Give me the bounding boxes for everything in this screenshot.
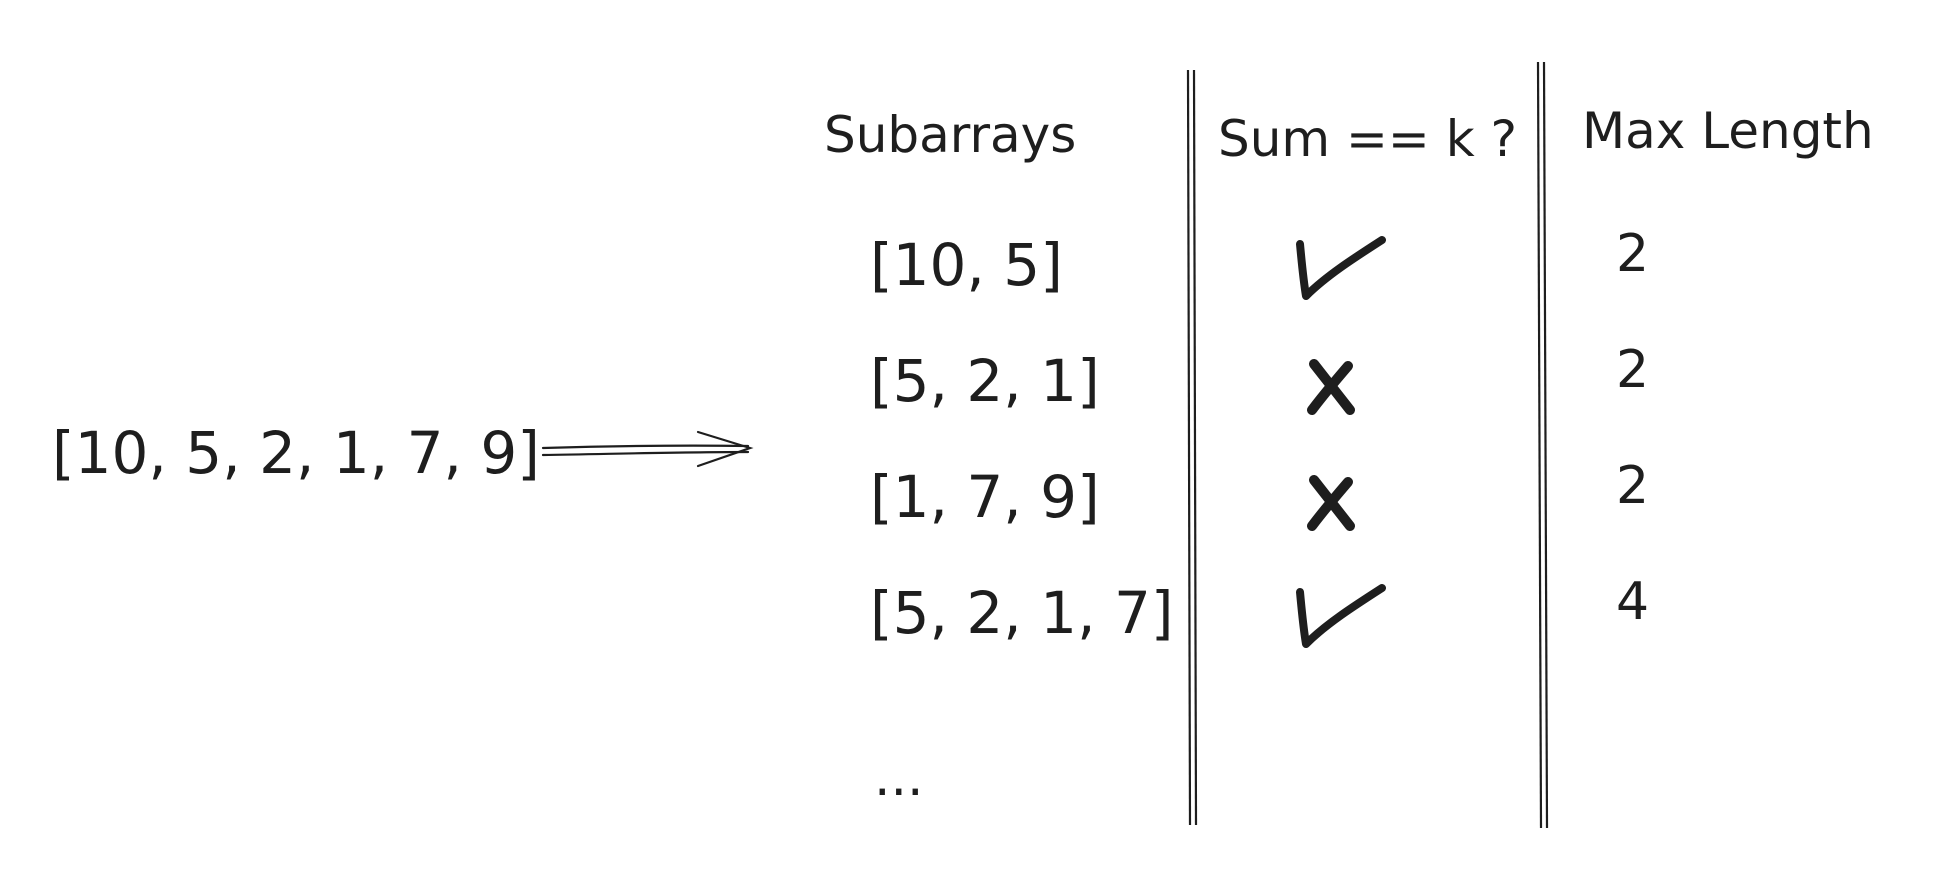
check-icon	[1296, 584, 1386, 648]
row-max-length: 2	[1616, 456, 1650, 516]
row-max-length: 2	[1616, 224, 1650, 284]
row-subarray: [5, 2, 1, 7]	[870, 579, 1174, 647]
row-max-length: 2	[1616, 340, 1650, 400]
cross-icon	[1307, 359, 1355, 415]
row-subarray: [5, 2, 1]	[870, 347, 1100, 415]
row-subarray: [1, 7, 9]	[870, 463, 1100, 531]
column-divider-2	[1536, 61, 1549, 829]
header-subarrays: Subarrays	[824, 106, 1077, 164]
check-icon	[1296, 236, 1386, 300]
continuation-ellipsis: ...	[874, 748, 924, 808]
cross-icon	[1307, 475, 1355, 531]
row-subarray: [10, 5]	[870, 231, 1063, 299]
header-sum-check: Sum == k ?	[1218, 110, 1518, 168]
input-array: [10, 5, 2, 1, 7, 9]	[52, 419, 540, 487]
column-divider-1	[1186, 69, 1198, 826]
row-max-length: 4	[1616, 572, 1650, 632]
header-max-length: Max Length	[1582, 102, 1874, 160]
double-arrow-icon	[541, 430, 754, 468]
